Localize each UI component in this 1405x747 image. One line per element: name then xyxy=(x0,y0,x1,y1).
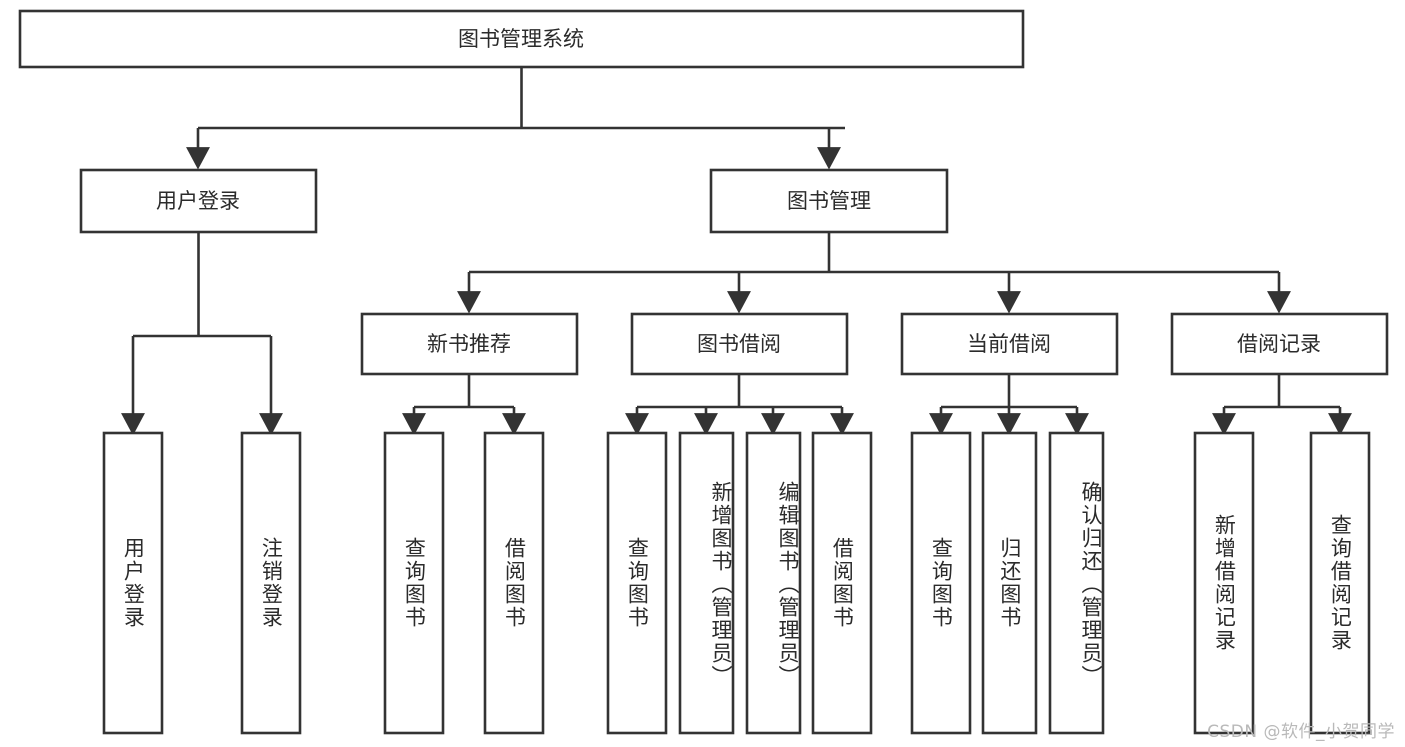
node-book-borrow[interactable]: 图书借阅 xyxy=(630,312,849,376)
node-leaf-edit-book-admin[interactable] xyxy=(745,431,802,735)
node-leaf-add-borrow-record[interactable] xyxy=(1193,431,1255,735)
connector-userlogin-to-leaves xyxy=(121,232,283,436)
node-leaf-user-login[interactable] xyxy=(102,431,164,735)
node-leaf-query-book-c[interactable] xyxy=(910,431,972,735)
node-leaf-query-borrow-record[interactable] xyxy=(1309,431,1371,735)
node-borrow-record-label: 借阅记录 xyxy=(1237,332,1321,356)
node-leaf-query-book-a[interactable] xyxy=(383,431,445,735)
node-user-login-label: 用户登录 xyxy=(156,189,240,213)
connector-bookborrow-to-leaves xyxy=(625,374,854,436)
node-leaf-add-book-admin[interactable] xyxy=(678,431,735,735)
connector-newbook-to-leaves xyxy=(402,374,526,436)
node-leaf-user-logout[interactable] xyxy=(240,431,302,735)
node-user-login[interactable]: 用户登录 xyxy=(79,168,318,234)
node-leaf-return-book[interactable] xyxy=(981,431,1038,735)
connector-bookmanage-to-level3 xyxy=(457,232,1291,314)
leaf-boxes xyxy=(102,431,1371,735)
node-book-borrow-label: 图书借阅 xyxy=(697,332,781,356)
node-current-borrow-label: 当前借阅 xyxy=(967,332,1051,356)
node-leaf-borrow-book-b[interactable] xyxy=(811,431,873,735)
connector-root-to-level2 xyxy=(186,67,845,170)
node-leaf-query-book-b[interactable] xyxy=(606,431,668,735)
node-book-manage[interactable]: 图书管理 xyxy=(709,168,949,234)
node-leaf-confirm-return-admin[interactable] xyxy=(1048,431,1105,735)
node-current-borrow[interactable]: 当前借阅 xyxy=(900,312,1119,376)
node-book-manage-label: 图书管理 xyxy=(787,189,871,213)
connector-currentborrow-to-leaves xyxy=(929,374,1089,436)
node-new-book-recommend-label: 新书推荐 xyxy=(427,332,511,356)
node-borrow-record[interactable]: 借阅记录 xyxy=(1170,312,1389,376)
node-root-label: 图书管理系统 xyxy=(458,27,584,51)
node-root[interactable]: 图书管理系统 xyxy=(18,9,1025,69)
node-new-book-recommend[interactable]: 新书推荐 xyxy=(360,312,579,376)
connector-borrowrecord-to-leaves xyxy=(1212,374,1352,436)
csdn-watermark: CSDN @软件_小贺同学 xyxy=(1207,722,1395,742)
node-leaf-borrow-book-a[interactable] xyxy=(483,431,545,735)
